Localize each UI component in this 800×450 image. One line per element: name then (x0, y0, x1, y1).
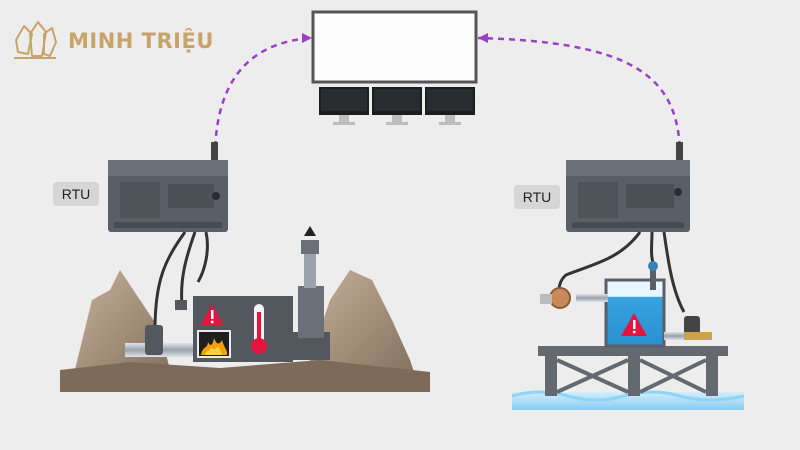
rtu-right-device (566, 142, 690, 232)
link-left-arrowhead (302, 33, 312, 43)
offshore-platform (511, 346, 745, 410)
monitor-icon (319, 87, 369, 125)
main-display-screen (311, 10, 478, 84)
link-right-arrowhead (478, 33, 488, 43)
warning-icon (200, 304, 224, 326)
rtu-left-device (108, 142, 228, 232)
brand-name: MINH TRIỆU (68, 29, 214, 53)
link-left-to-server (213, 36, 313, 159)
rtu-left-label: RTU (53, 182, 99, 206)
warning-icon (621, 313, 647, 336)
monitor-icon (372, 87, 422, 125)
link-right-to-server (477, 36, 682, 159)
thermometer-icon (251, 304, 267, 354)
furnace-station (125, 226, 330, 362)
fire-icon (197, 330, 231, 358)
control-center (311, 10, 478, 125)
brand-logo: MINH TRIỆU (10, 20, 214, 62)
rtu-right-label: RTU (514, 185, 560, 209)
logo-crystal-icon (14, 21, 57, 59)
monitor-icon (425, 87, 475, 125)
